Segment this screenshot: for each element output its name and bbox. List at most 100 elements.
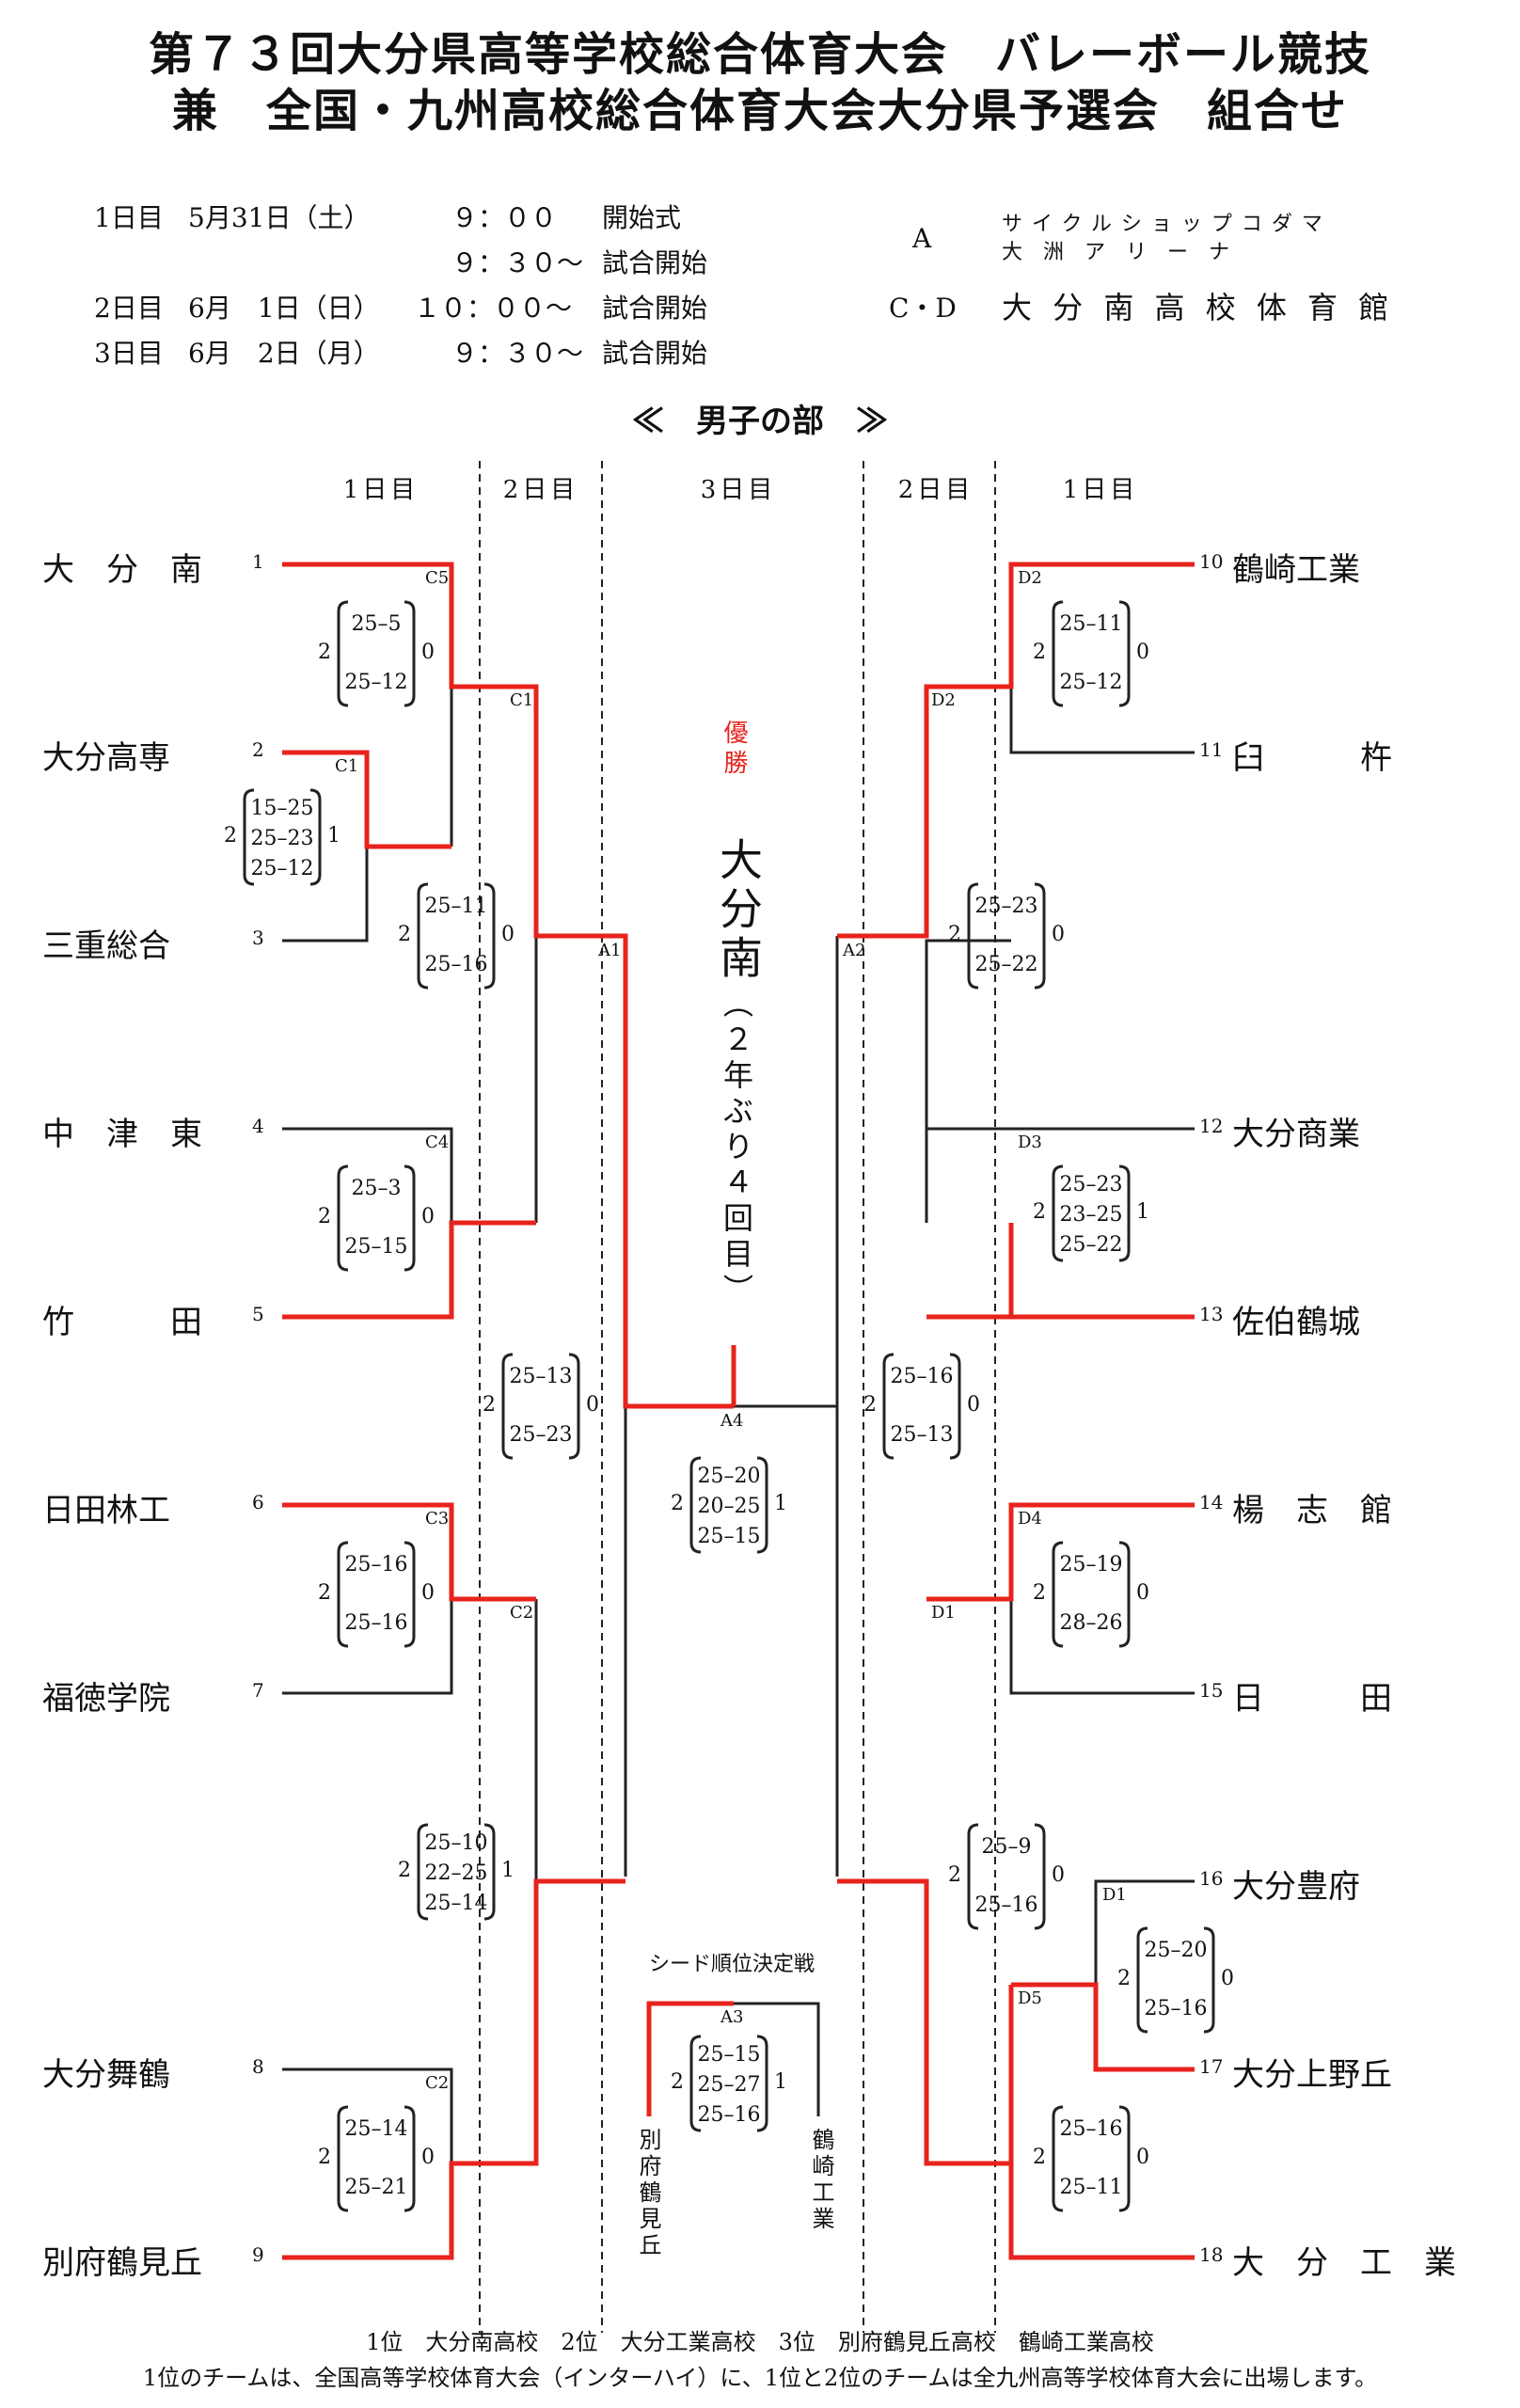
winner-lines (282, 562, 1195, 2260)
sets-won-right: 0 (501, 923, 515, 946)
seed-right-11: 11 (1199, 738, 1224, 761)
team-right-16: 大分豊府 (1232, 1868, 1360, 1906)
set-score: 25–23 (509, 1423, 573, 1447)
set-score: 25–16 (424, 953, 488, 976)
day-header-4: 2日目 (897, 476, 974, 504)
match-label-d4: D4 (1018, 1509, 1042, 1529)
sets-won-left: 2 (224, 824, 237, 848)
score-bracket-right (483, 1823, 496, 1921)
score-bracket-right (1203, 1926, 1215, 2034)
schedule-time2: ９：３０～ (451, 247, 584, 278)
set-score: 25–9 (981, 1835, 1032, 1859)
team-left-1: 大 分 南 (42, 551, 202, 589)
score-bracket-right (404, 2105, 416, 2212)
seed-match-left-team: 別府鶴見丘 (635, 2128, 661, 2259)
sets-won-right: 1 (774, 1492, 787, 1515)
match-label-d2: D2 (931, 690, 956, 710)
team-left-2: 大分高専 (42, 739, 170, 777)
score-bracket-left (967, 882, 979, 990)
score-bracket-left (337, 2105, 349, 2212)
team-left-3: 三重総合 (42, 927, 170, 965)
sets-won-right: 0 (967, 1393, 980, 1417)
sets-won-right: 0 (421, 641, 435, 664)
set-score: 25–16 (1144, 1997, 1208, 2020)
score-bracket-right (404, 1541, 416, 1648)
sets-won-left: 2 (398, 923, 411, 946)
sets-won-right: 0 (421, 1581, 435, 1605)
sets-won-right: 0 (1221, 1967, 1234, 1990)
seed-left-1: 1 (252, 550, 264, 573)
set-score: 25–15 (697, 2043, 761, 2067)
score-brackets (243, 600, 1215, 2212)
seed-right-12: 12 (1199, 1115, 1224, 1137)
sets-won-left: 2 (1033, 2146, 1046, 2169)
score-bracket-right (1118, 2105, 1131, 2212)
champion-note: （２年ぶり４回目） (719, 988, 754, 1309)
team-right-13: 佐伯鶴城 (1232, 1304, 1360, 1341)
set-score: 25–15 (344, 1235, 408, 1259)
score-bracket-left (337, 600, 349, 707)
seed-match-title: シード順位決定戦 (649, 1953, 815, 1976)
score-bracket-left (1052, 600, 1064, 707)
set-score: 25–22 (974, 953, 1038, 976)
set-score: 25–11 (424, 895, 488, 918)
sets-won-left: 2 (483, 1393, 496, 1417)
seed-right-13: 13 (1199, 1303, 1224, 1325)
seed-left-7: 7 (252, 1679, 264, 1702)
score-bracket-right (1118, 1164, 1131, 1262)
team-right-15: 日 田 (1232, 1680, 1392, 1718)
set-score: 25–16 (697, 2103, 761, 2127)
score-bracket-left (1136, 1926, 1148, 2034)
footer-result: 1位 大分南高校 2位 大分工業高校 3位 別府鶴見丘高校 鶴崎工業高校 (366, 2329, 1154, 2355)
set-score: 23–25 (1059, 1203, 1123, 1227)
seed-left-6: 6 (252, 1491, 264, 1513)
score-bracket-left (882, 1353, 895, 1460)
venue-cd-code: C・D (889, 293, 957, 324)
set-score: 25–23 (974, 895, 1038, 918)
schedule-time1: ９：００ (451, 202, 558, 233)
set-score: 25–14 (424, 1892, 488, 1915)
schedule-date4: 6月 2日（月） (188, 338, 380, 369)
seed-right-10: 10 (1199, 550, 1224, 573)
sets-won-right: 0 (421, 2146, 435, 2169)
match-label-d5: D5 (1018, 1988, 1042, 2008)
sets-won-left: 2 (398, 1859, 411, 1882)
team-right-18: 大 分 工 業 (1232, 2244, 1456, 2282)
match-label-a1: A1 (598, 941, 622, 960)
match-label-d2-top: D2 (1018, 568, 1042, 588)
sets-won-right: 1 (1136, 1200, 1149, 1224)
score-bracket-left (501, 1353, 514, 1460)
score-bracket-right (949, 1353, 961, 1460)
seed-right-14: 14 (1199, 1491, 1224, 1513)
match-label-d1-right: D1 (1102, 1885, 1127, 1905)
score-bracket-left (967, 1823, 979, 1930)
day-separators (479, 461, 996, 2333)
schedule-day4: 3日目 (94, 338, 164, 369)
set-score: 25–12 (344, 671, 408, 694)
set-score: 20–25 (697, 1495, 761, 1518)
team-right-14: 楊 志 館 (1232, 1492, 1392, 1529)
team-right-10: 鶴崎工業 (1232, 551, 1360, 589)
sets-won-left: 2 (1033, 641, 1046, 664)
team-right-11: 臼 杵 (1232, 739, 1392, 777)
score-bracket-right (1034, 882, 1046, 990)
set-score: 25–16 (974, 1893, 1038, 1917)
set-score: 25–3 (351, 1177, 402, 1200)
venue-a-line1: サイクルショップコダマ (1002, 213, 1332, 236)
sets-won-left: 2 (1033, 1200, 1046, 1224)
set-score: 22–25 (424, 1861, 488, 1885)
score-bracket-right (1118, 1541, 1131, 1648)
match-label-c3: C3 (425, 1509, 450, 1529)
team-left-8: 大分舞鶴 (42, 2056, 170, 2094)
score-bracket-left (243, 788, 255, 886)
score-bracket-right (1034, 1823, 1046, 1930)
sets-won-left: 2 (1117, 1967, 1131, 1990)
match-label-d3: D3 (1018, 1133, 1042, 1152)
sets-won-right: 1 (327, 824, 340, 848)
set-score: 28–26 (1059, 1611, 1123, 1635)
sets-won-right: 0 (1052, 923, 1065, 946)
match-label-c1: C1 (335, 756, 359, 776)
schedule-time3: １０：００～ (414, 293, 573, 324)
day-header-3: 3日目 (700, 476, 777, 504)
